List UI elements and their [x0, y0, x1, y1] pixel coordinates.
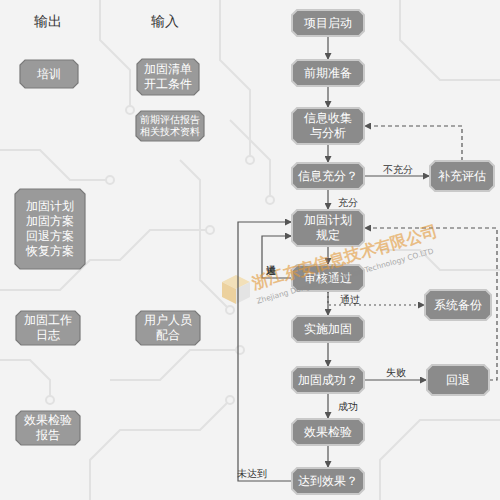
- io-box: 效果检验 报告: [16, 411, 80, 445]
- process-box: 信息收集 与分析: [292, 108, 364, 144]
- column-heading: 输入: [151, 13, 179, 31]
- edge-label: 充分: [338, 197, 358, 210]
- flow-arrow: [364, 379, 427, 380]
- node-text: 培训: [37, 67, 61, 82]
- edge-label: 不充分: [383, 164, 413, 177]
- process-box: 项目启动: [292, 10, 364, 36]
- watermark-logo: [222, 275, 250, 304]
- flow-arrow: [327, 342, 328, 367]
- process-box: 加固计划 规定: [292, 210, 364, 246]
- node-text: 加固工作 日志: [20, 313, 76, 343]
- flow-arrow: [327, 291, 328, 316]
- node-text: 前期准备: [304, 66, 352, 81]
- process-box: 加固成功？: [292, 367, 364, 393]
- node-text: 补充评估: [438, 169, 486, 184]
- io-box: 加固工作 日志: [16, 311, 80, 345]
- io-box: 前期评估报告 相关技术资料: [136, 111, 204, 141]
- process-box: 补充评估: [430, 161, 494, 191]
- node-text: 达到效果？: [298, 474, 358, 489]
- node-text: 前期评估报告 相关技术资料: [140, 114, 200, 138]
- flow-arrow: [238, 222, 292, 481]
- flow-arrow: [364, 175, 430, 176]
- node-text: 加固计划 加固方案 回退方案 恢复方案: [19, 199, 81, 259]
- node-text: 实施加固: [304, 322, 352, 337]
- process-box: 实施加固: [292, 316, 364, 342]
- flow-arrow: [327, 189, 328, 210]
- node-text: 用户人员 配合: [140, 313, 196, 343]
- io-box: 用户人员 配合: [136, 311, 200, 345]
- node-text: 系统备份: [434, 298, 482, 313]
- node-text: 信息收集 与分析: [296, 111, 360, 141]
- io-box: 加固清单 开工条件: [137, 59, 199, 95]
- process-box: 达到效果？: [292, 468, 364, 494]
- flow-arrow: [364, 126, 462, 161]
- column-heading: 输出: [34, 13, 62, 31]
- process-box: 回退: [427, 365, 489, 395]
- process-box: 前期准备: [292, 60, 364, 86]
- node-text: 加固成功？: [298, 373, 358, 388]
- node-text: 效果检验 报告: [20, 413, 76, 443]
- flow-arrow: [327, 445, 328, 468]
- node-text: 加固清单 开工条件: [141, 62, 195, 92]
- node-text: 信息充分？: [298, 169, 358, 184]
- process-box: 信息充分？: [292, 163, 364, 189]
- edge-label: 未达到: [237, 468, 267, 481]
- flow-arrow: [327, 144, 328, 163]
- node-text: 加固计划 规定: [296, 213, 360, 243]
- flow-arrow: [327, 36, 328, 60]
- edge-label: 通过: [340, 294, 360, 307]
- node-text: 效果检验: [304, 425, 352, 440]
- node-text: 项目启动: [304, 16, 352, 31]
- flow-arrow: [327, 393, 328, 419]
- io-box: 培训: [20, 60, 78, 88]
- process-box: 效果检验: [292, 419, 364, 445]
- edge-label: 成功: [338, 401, 358, 414]
- io-box: 加固计划 加固方案 回退方案 恢复方案: [15, 189, 85, 269]
- flow-arrow: [327, 86, 328, 108]
- node-text: 回退: [446, 373, 470, 388]
- edge-label: 失败: [386, 367, 406, 380]
- process-box: 系统备份: [425, 290, 491, 320]
